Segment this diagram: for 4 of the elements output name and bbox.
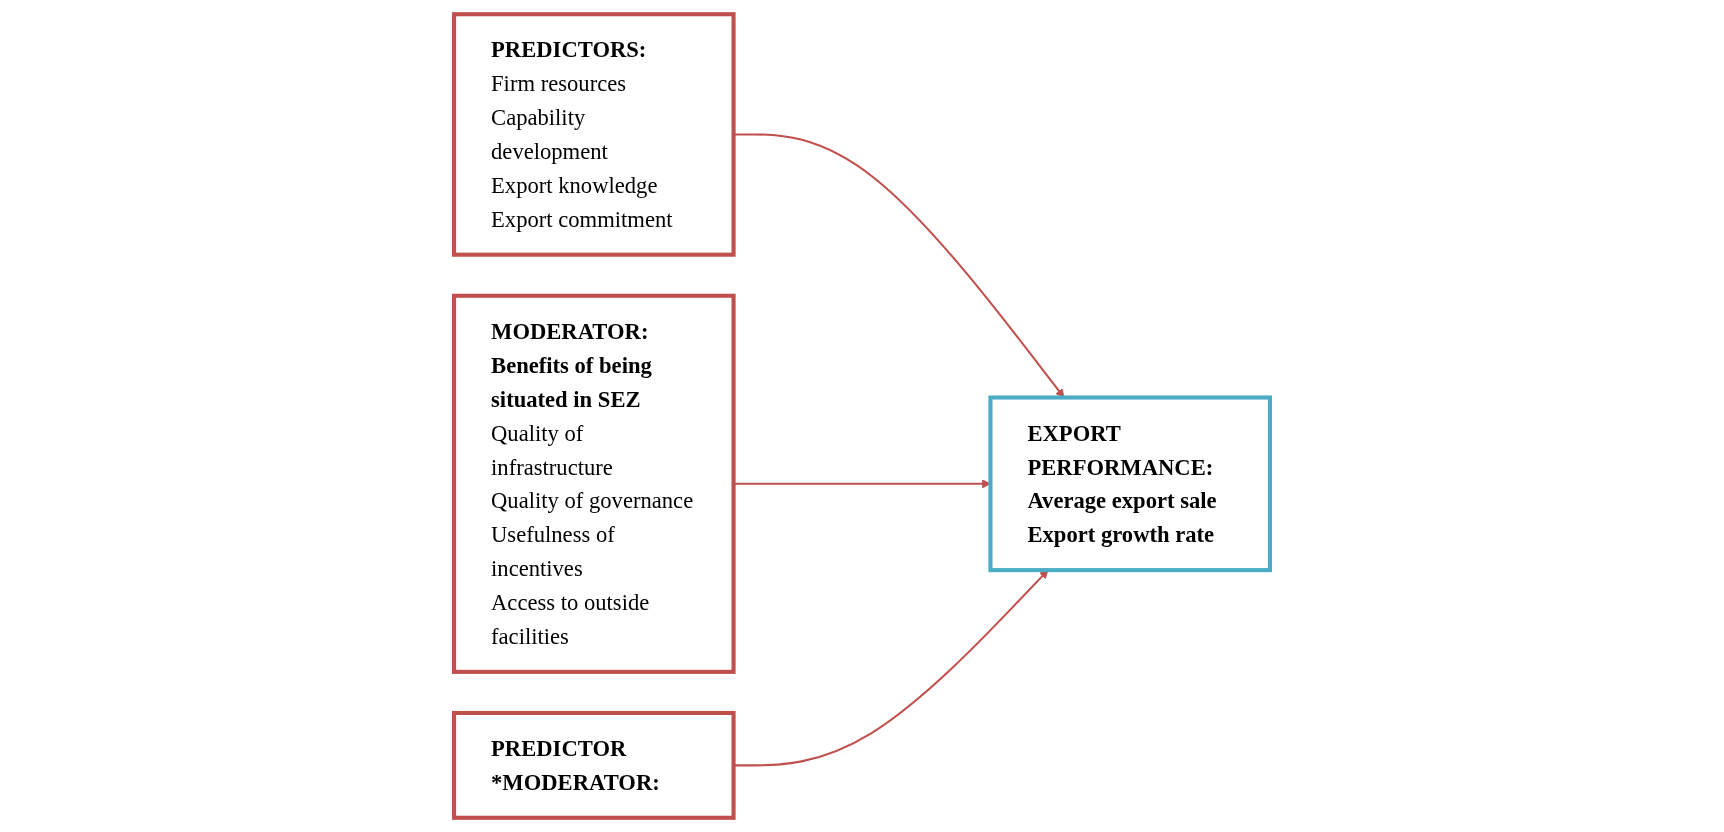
node-box: EXPORT PERFORMANCE: Average export sale Export growth rate bbox=[988, 395, 1272, 573]
node-box: PREDICTOR *MODERATOR: bbox=[452, 710, 736, 820]
node-box: PREDICTORS: Firm resources Capability development Export knowledge Export commitment bbox=[452, 12, 736, 257]
node-box: MODERATOR: Benefits of being situated in SEZ Quality of infrastructure Quality of governance Usefulness of incentives Access to outside facilities bbox=[452, 293, 736, 674]
